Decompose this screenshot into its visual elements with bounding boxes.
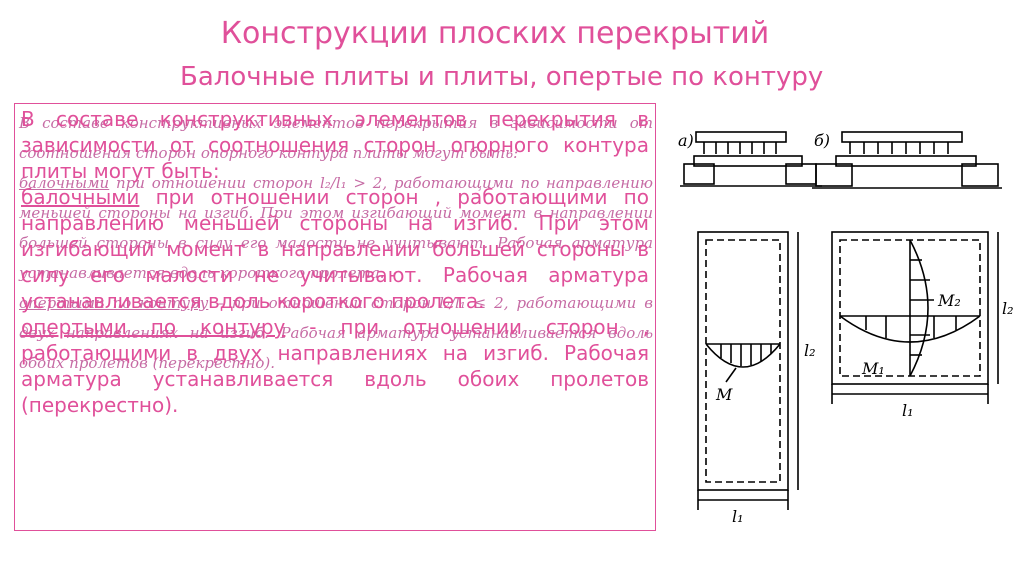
slide-title: Конструкции плоских перекрытий	[220, 16, 770, 51]
paragraph-intro: В составе конструктивных элементов перек…	[21, 107, 649, 183]
paragraph-contour-slabs: опертыми по контуру - при отношении стор…	[21, 314, 649, 418]
plan-a-drawing	[697, 231, 799, 510]
label-moment-M2: M₂	[937, 291, 961, 310]
underlay-paragraph-2: балочными при отношении сторон l₂/l₁ > 2…	[19, 168, 653, 288]
term-beam-slabs: балочными	[21, 185, 140, 209]
label-l2-plan-a: l₂	[804, 341, 816, 360]
label-b: б)	[814, 131, 830, 150]
underlay-paragraph-1: В составе конструктивных элементов перек…	[19, 114, 653, 162]
underlay-term-beam: балочными	[19, 174, 110, 192]
paragraph-beam-rest: при отношении сторон , работающими по на…	[21, 185, 649, 313]
underlay-p2-after: работающими по направлению меньшей сторо…	[19, 174, 653, 282]
slide-subtitle: Балочные плиты и плиты, опертые по конту…	[180, 62, 824, 92]
scanned-text-underlay: В составе конструктивных элементов перек…	[19, 108, 653, 378]
label-a: а)	[678, 131, 694, 150]
section-b-drawing	[812, 131, 1002, 189]
label-l2-plan-b: l₂	[1002, 299, 1014, 318]
underlay-p3-ratio: l₂/l₁ ≤ 2,	[439, 294, 509, 312]
paragraph-contour-rest: - при отношении сторон , работающими в д…	[21, 315, 650, 417]
underlay-p3-after: работающими в двух направлениях на изгиб…	[19, 294, 653, 372]
body-text: В составе конструктивных элементов перек…	[21, 106, 649, 418]
plan-b-drawing	[831, 231, 999, 404]
label-l1-plan-b: l₁	[902, 401, 914, 420]
underlay-term-contour: опертыми по контуру	[19, 294, 209, 312]
paragraph-beam-slabs: балочными при отношении сторон , работаю…	[21, 184, 649, 314]
label-moment-M1: M₁	[861, 359, 885, 378]
underlay-p3-rest: – при отношении сторон	[216, 294, 432, 312]
label-moment-M: M	[715, 385, 733, 404]
underlay-p2-ratio: l₂/l₁ > 2,	[319, 174, 388, 192]
section-a-drawing	[680, 131, 822, 187]
text-box: В составе конструктивных элементов перек…	[14, 103, 656, 531]
underlay-paragraph-3: опертыми по контуру – при отношении стор…	[19, 288, 653, 378]
label-l1-plan-a: l₁	[732, 507, 744, 526]
term-contour-slabs: опертыми по контуру	[21, 315, 286, 339]
underlay-p2-rest: при отношении сторон	[116, 174, 314, 192]
slab-diagram: а) б) M M₁ M₂ l₁ l₂ l₁ l₂	[678, 131, 1014, 526]
